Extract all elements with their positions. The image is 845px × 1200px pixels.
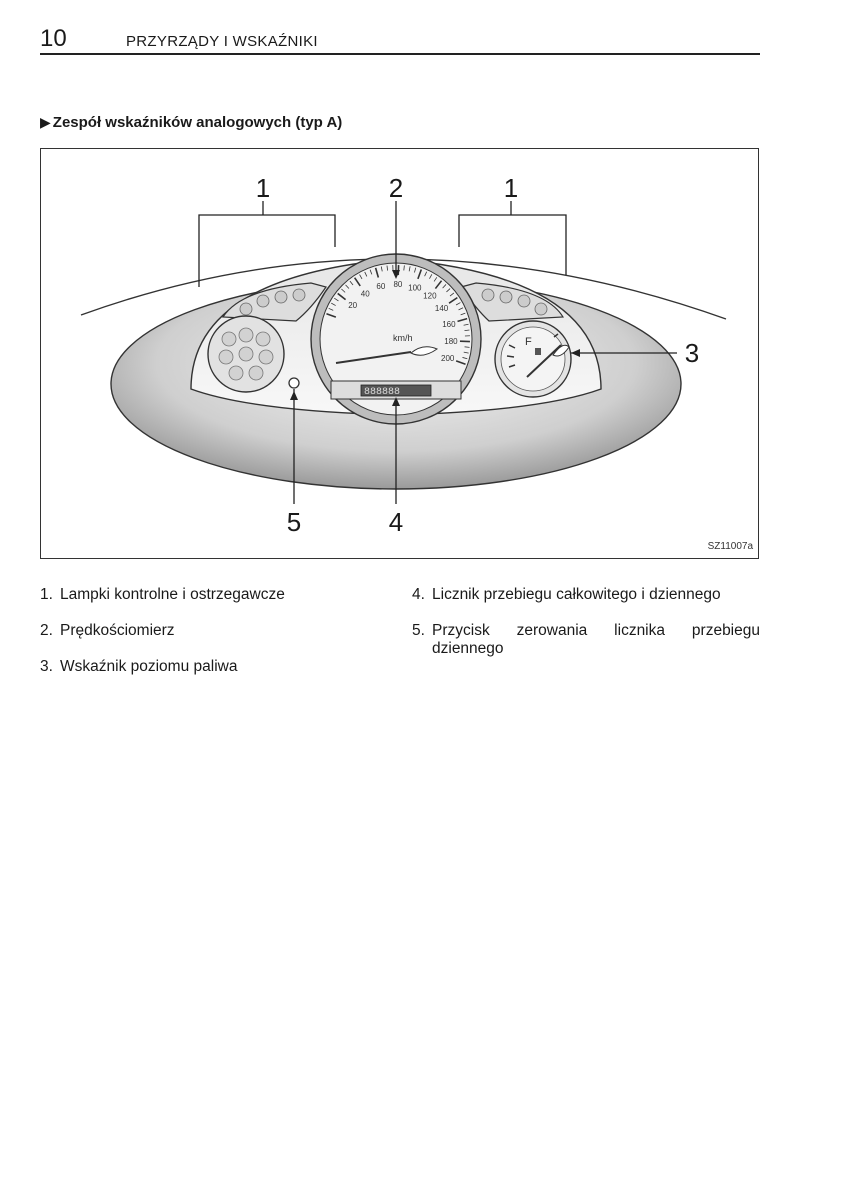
speed-tick <box>455 360 466 366</box>
odometer-display <box>360 384 432 397</box>
chapter-title: PRZYRZĄDY I WSKAŹNIKI <box>126 33 318 50</box>
speed-tick <box>337 292 347 301</box>
speed-tick <box>433 277 438 282</box>
speed-tick <box>446 288 451 293</box>
callout-2: 2 <box>389 173 403 203</box>
speed-tick <box>460 312 466 316</box>
speed-tick-label: 40 <box>361 289 370 298</box>
speed-tick-label: 140 <box>435 304 449 313</box>
speed-tick <box>417 269 423 280</box>
page-number: 10 <box>40 25 67 52</box>
speed-tick <box>328 307 334 311</box>
speed-tick <box>455 302 461 306</box>
captions-left-column: 1.Lampki kontrolne i ostrzegawcze 2.Pręd… <box>40 586 380 694</box>
speed-tick-label: 100 <box>408 283 422 292</box>
speed-tick <box>414 267 417 273</box>
speed-tick <box>458 307 464 311</box>
callout-3: 3 <box>685 338 699 368</box>
triangle-bullet-icon: ▶ <box>40 114 51 130</box>
speed-tick <box>449 292 455 297</box>
callout-4: 4 <box>389 507 403 537</box>
speed-tick <box>403 265 405 271</box>
callout-1-left: 1 <box>256 173 270 203</box>
caption-item: 2.Prędkościomierz <box>40 622 175 639</box>
speed-tick <box>369 269 373 275</box>
speed-tick <box>386 265 388 271</box>
speed-tick <box>457 317 468 323</box>
speed-tick <box>434 280 443 290</box>
callout-1-right: 1 <box>504 173 518 203</box>
speed-tick-label: 180 <box>444 337 458 346</box>
section-title-text: Zespół wskaźników analogowych (typ A) <box>52 114 343 131</box>
speed-tick <box>331 302 336 306</box>
speed-tick-label: 20 <box>348 301 357 310</box>
speedometer-needle <box>335 351 412 364</box>
callout-5: 5 <box>287 507 301 537</box>
speed-tick <box>424 271 428 277</box>
caption-item: 5.Przycisk zerowania licznika przebiegu … <box>412 622 760 657</box>
speed-unit-label: km/h <box>393 333 413 343</box>
speed-tick <box>429 274 433 279</box>
fuel-needle <box>526 344 562 378</box>
odometer-reading: 888888 <box>364 387 400 398</box>
speed-tick <box>380 266 383 272</box>
speed-tick-label: 200 <box>441 354 455 363</box>
speed-tick <box>359 274 363 280</box>
speed-tick <box>374 267 380 278</box>
captions-right-column: 4.Licznik przebiegu całkowitego i dzienn… <box>412 586 760 676</box>
speed-tick <box>462 357 468 360</box>
speed-tick <box>464 346 470 348</box>
figure-code: SZ11007a <box>708 541 754 552</box>
page-header: 10 PRZYRZĄDY I WSKAŹNIKI <box>40 26 760 55</box>
speed-tick <box>464 329 470 331</box>
caption-item: 4.Licznik przebiegu całkowitego i dzienn… <box>412 586 721 603</box>
fuel-full-label: F <box>525 336 532 348</box>
speed-tick <box>349 280 354 286</box>
speed-tick-label: 120 <box>423 292 437 301</box>
speed-tick <box>463 351 469 354</box>
caption-item: 1.Lampki kontrolne i ostrzegawcze <box>40 586 285 603</box>
speed-tick-label: 60 <box>376 282 385 291</box>
speed-tick <box>341 288 346 293</box>
speed-tick <box>364 271 368 277</box>
trip-reset-knob <box>288 377 300 389</box>
section-title: ▶Zespół wskaźników analogowych (typ A) <box>40 114 342 131</box>
speed-tick <box>442 284 447 289</box>
speed-tick <box>326 312 337 318</box>
speed-tick <box>334 297 339 302</box>
caption-item: 3.Wskaźnik poziomu paliwa <box>40 658 238 675</box>
speed-tick <box>345 284 350 289</box>
speed-tick <box>408 266 411 272</box>
speed-tick-label: 160 <box>442 320 456 329</box>
speed-tick <box>353 277 361 287</box>
speed-tick-label: 80 <box>393 280 402 289</box>
speed-tick <box>448 296 458 304</box>
speed-tick <box>463 323 469 326</box>
